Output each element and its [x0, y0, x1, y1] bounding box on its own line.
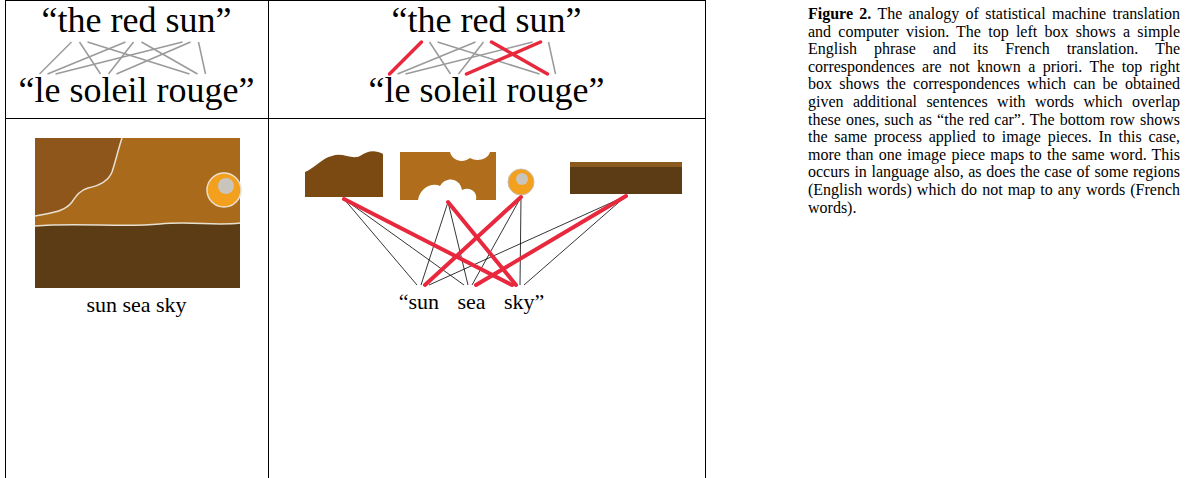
rock-region [35, 138, 122, 216]
matched-line [390, 42, 422, 74]
alignment-line [549, 42, 556, 74]
matched-line [344, 199, 512, 285]
sky-piece [400, 152, 496, 200]
panel-cell: “the red sun” “le soleil rouge” [268, 0, 705, 118]
caption-box: Figure 2. The analogy of statistical mac… [808, 5, 1180, 216]
phrase-text: sun sea sky [86, 292, 186, 318]
alignment-line [142, 42, 198, 74]
alignment-line [56, 42, 183, 74]
piece-cutout [450, 152, 490, 161]
alignment-line [199, 42, 206, 74]
sun-highlight [218, 178, 234, 194]
alignment-line [430, 42, 451, 74]
phrase-text: “le soleil rouge” [369, 70, 605, 110]
sun-highlight [516, 173, 528, 185]
alignment-line [40, 42, 72, 74]
alignment-line [438, 42, 540, 74]
piece-cutout [418, 180, 476, 200]
alignment-line [524, 196, 626, 285]
panel-cell: sun sea sky [5, 118, 268, 478]
alignment-line [520, 197, 521, 285]
piece-links [344, 196, 626, 285]
grid-line [705, 0, 706, 478]
word-links [40, 42, 556, 74]
sea-piece [570, 162, 682, 194]
sun-piece [508, 169, 534, 195]
segmented-image [35, 138, 241, 288]
panel-cell: “sun sea sky” [268, 118, 705, 478]
region-outline [35, 223, 240, 226]
sea-piece-edge [570, 162, 682, 167]
matched-line [425, 197, 521, 285]
grid-lines [5, 0, 706, 478]
image-pieces [305, 151, 682, 200]
alignment-line [88, 42, 190, 74]
matched-line [448, 202, 516, 285]
rock-piece [305, 151, 383, 197]
alignment-line [117, 42, 191, 74]
phrase-text: “the red sun” [42, 0, 232, 40]
alignment-line [429, 196, 626, 285]
grid-line [5, 118, 706, 119]
sky-region [35, 138, 240, 288]
figure-caption: Figure 2. The analogy of statistical mac… [808, 5, 1180, 216]
alignment-line [398, 42, 476, 74]
panel-cell: “the red sun” “le soleil rouge” [5, 0, 268, 118]
matched-line [476, 196, 626, 285]
matched-links [390, 42, 548, 74]
phrase-text: “sun sea sky” [399, 289, 545, 315]
grid-line [268, 0, 269, 478]
grid-line [5, 0, 6, 478]
matched-line [467, 42, 541, 74]
alignment-line [80, 42, 101, 74]
sea-region [35, 223, 240, 288]
alignment-line [344, 199, 464, 285]
sun-region [207, 173, 241, 207]
matched-piece-links [344, 196, 626, 285]
alignment-line [406, 42, 533, 74]
alignment-line [48, 42, 126, 74]
alignment-line [344, 199, 417, 285]
phrase-text: “le soleil rouge” [19, 70, 255, 110]
phrase-text: “the red sun” [392, 0, 582, 40]
region-outline [35, 138, 122, 216]
